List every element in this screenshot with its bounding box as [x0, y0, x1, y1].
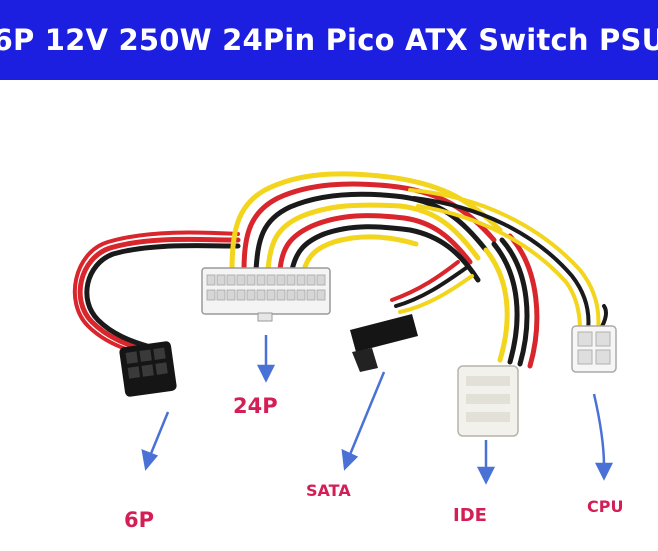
connector-6p [119, 341, 177, 397]
arrow-24p-icon [256, 335, 276, 383]
cable-harness [72, 171, 609, 369]
label-ide: IDE [453, 505, 487, 526]
label-cpu: CPU [587, 497, 624, 516]
title-banner: 6P 12V 250W 24Pin Pico ATX Switch PSU [0, 0, 658, 80]
label-6p: 6P [124, 508, 155, 532]
connector-24p [201, 267, 331, 322]
arrow-6p-icon [141, 411, 170, 471]
connector-ide [457, 365, 519, 437]
product-photo [72, 171, 617, 485]
arrow-sata-icon [341, 371, 386, 471]
connector-sata [350, 314, 418, 372]
page-title: 6P 12V 250W 24Pin Pico ATX Switch PSU [0, 23, 658, 57]
connector-cpu [571, 325, 617, 373]
label-sata: SATA [306, 481, 351, 500]
arrow-cpu-icon [592, 393, 614, 481]
pointer-arrows [141, 335, 614, 485]
label-24p: 24P [233, 394, 278, 418]
arrow-ide-icon [476, 440, 496, 485]
